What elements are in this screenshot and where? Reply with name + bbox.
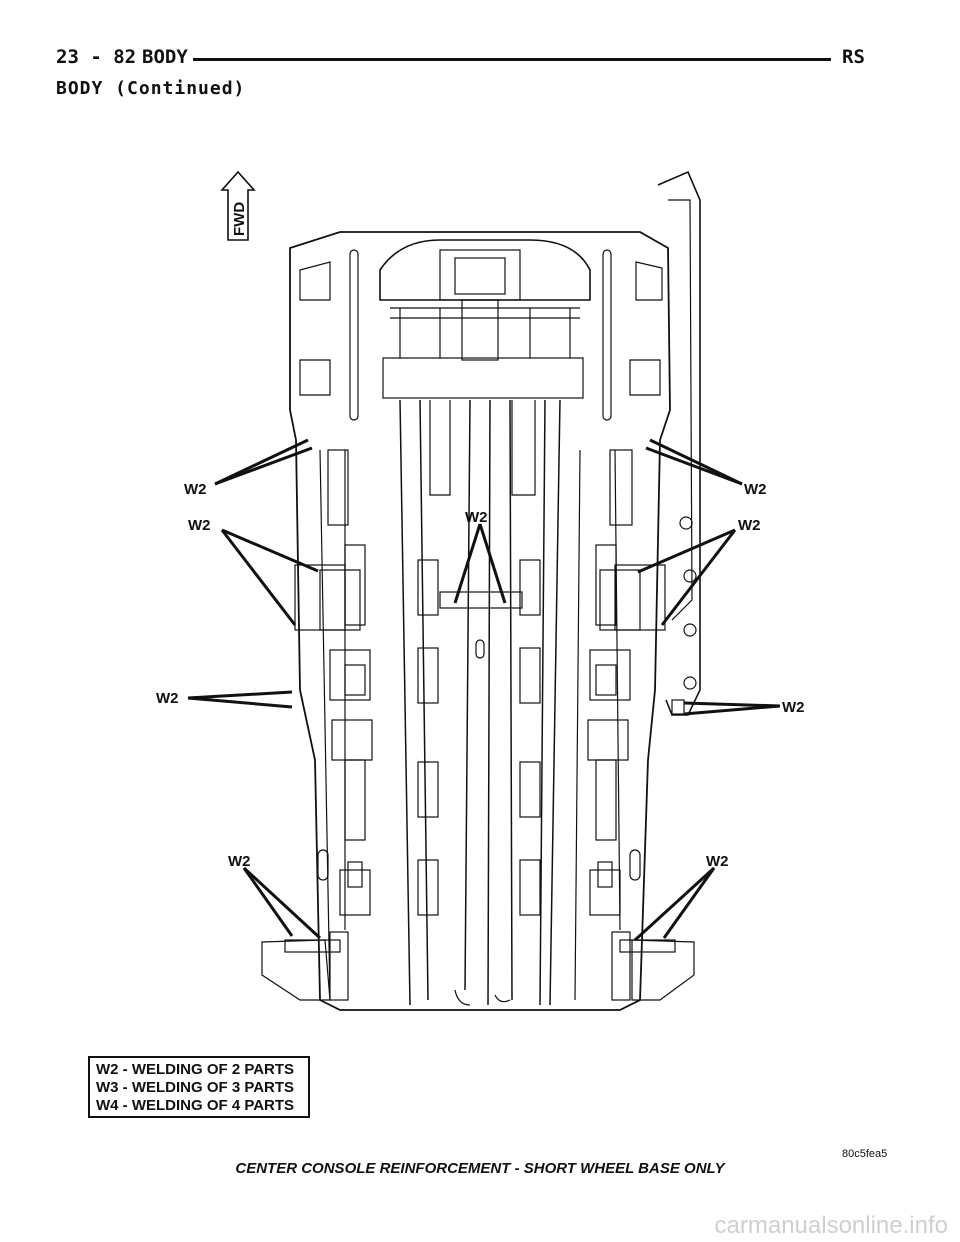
center-tunnel bbox=[399, 399, 561, 1006]
weld-label: W2 bbox=[744, 481, 767, 498]
page-number: 23 - 82 bbox=[56, 46, 137, 68]
weld-arrow bbox=[453, 523, 482, 604]
weld-label: W2 bbox=[156, 690, 179, 707]
weld-label: W2 bbox=[465, 509, 488, 526]
section-title: BODY bbox=[142, 46, 188, 68]
weld-label: W2 bbox=[782, 699, 805, 716]
weld-arrow bbox=[645, 446, 743, 486]
watermark: carmanualsonline.info bbox=[714, 1212, 948, 1239]
fwd-label: FWD bbox=[231, 202, 248, 236]
weld-arrow bbox=[242, 867, 294, 937]
weld-arrow bbox=[220, 529, 297, 626]
header-rule bbox=[193, 58, 831, 61]
weld-arrow bbox=[214, 446, 313, 486]
floor-pan-outline bbox=[289, 231, 671, 1011]
weld-arrow bbox=[662, 867, 716, 939]
weld-legend: W2 - WELDING OF 2 PARTS W3 - WELDING OF … bbox=[88, 1056, 310, 1118]
front-crossmember bbox=[379, 239, 591, 301]
figure-caption: CENTER CONSOLE REINFORCEMENT - SHORT WHE… bbox=[235, 1160, 725, 1177]
legend-item: W4 - WELDING OF 4 PARTS bbox=[96, 1097, 295, 1114]
weld-label: W2 bbox=[188, 517, 211, 534]
weld-arrow bbox=[187, 690, 293, 700]
model-code: RS bbox=[842, 46, 865, 68]
weld-arrow bbox=[242, 866, 322, 940]
weld-arrow bbox=[187, 696, 293, 709]
continued-heading: BODY (Continued) bbox=[56, 78, 246, 99]
weld-arrow bbox=[660, 529, 737, 626]
weld-label: W2 bbox=[706, 853, 729, 870]
weld-label: W2 bbox=[184, 481, 207, 498]
weld-label: W2 bbox=[228, 853, 251, 870]
weld-arrow bbox=[637, 528, 736, 574]
weld-arrow bbox=[683, 704, 781, 716]
right-side-rail bbox=[657, 170, 701, 716]
weld-arrow bbox=[633, 866, 716, 942]
weld-label: W2 bbox=[738, 517, 761, 534]
legend-item: W2 - WELDING OF 2 PARTS bbox=[96, 1061, 295, 1078]
center-console-reinforcement bbox=[439, 591, 523, 609]
weld-arrow bbox=[221, 528, 319, 573]
legend-item: W3 - WELDING OF 3 PARTS bbox=[96, 1079, 295, 1096]
weld-arrow bbox=[683, 701, 781, 708]
page-header: 23 - 82 BODY RS BODY (Continued) bbox=[0, 0, 960, 110]
forward-arrow-icon bbox=[220, 170, 256, 241]
weld-arrow bbox=[478, 523, 507, 604]
figure-id: 80c5fea5 bbox=[842, 1148, 888, 1160]
